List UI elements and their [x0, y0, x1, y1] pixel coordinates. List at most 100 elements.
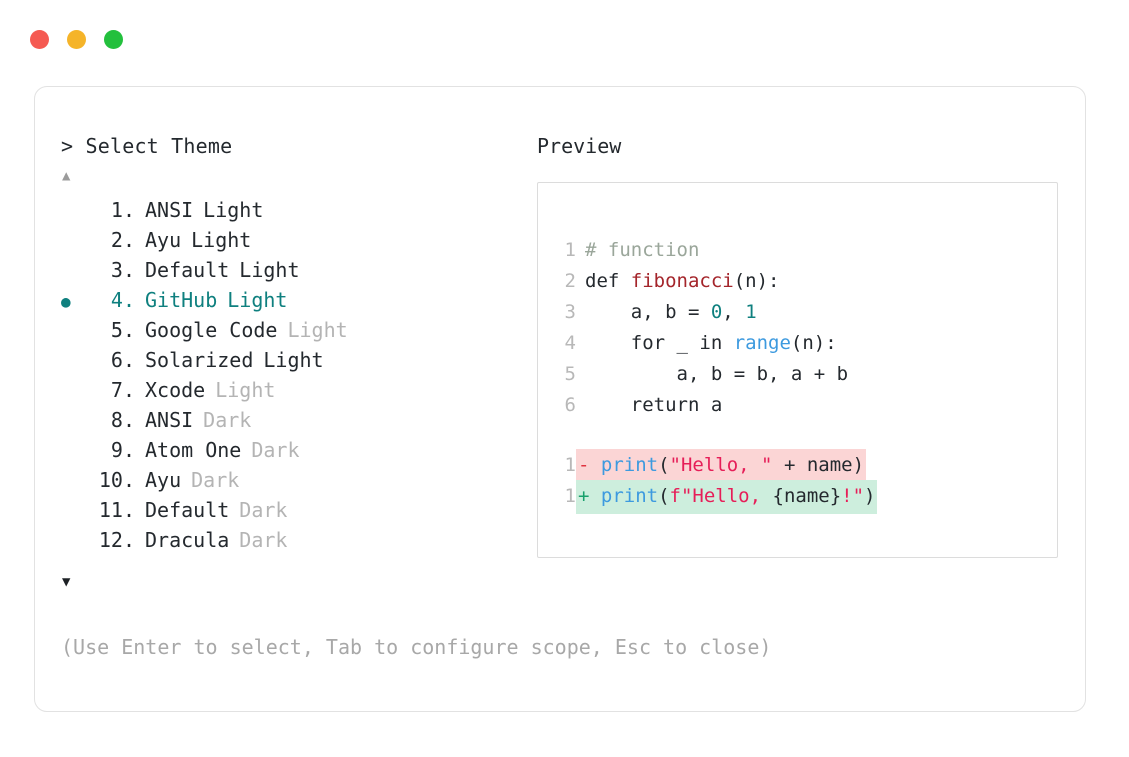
minimize-button[interactable]: [67, 30, 86, 49]
code-line-number: 4: [564, 332, 576, 354]
theme-item-name: Atom One: [145, 438, 242, 462]
theme-item-number: 5.: [98, 318, 135, 342]
theme-item-name: ANSI: [145, 408, 194, 432]
theme-item-variant: Dark: [191, 468, 240, 492]
code-line: 5 a, b = b, a + b: [556, 359, 1057, 390]
code-line-text: def fibonacci(n):: [576, 266, 779, 297]
theme-item-variant: Light: [227, 288, 288, 312]
code-line-number: 1: [564, 239, 576, 261]
code-line-text: a, b = b, a + b: [576, 359, 849, 390]
code-token-comment: # function: [585, 239, 700, 261]
code-token-name: {name}: [772, 485, 842, 507]
theme-item-variant: Dark: [251, 438, 300, 462]
theme-item-number: 10.: [98, 468, 135, 492]
code-token-plain: a, b = b, a + b: [585, 363, 849, 385]
theme-item-number: 7.: [98, 378, 135, 402]
code-token-num: 1: [745, 301, 757, 323]
code-line-number: 5: [564, 363, 576, 385]
code-token-plain: (n):: [790, 332, 837, 354]
theme-item-number: 1.: [98, 198, 135, 222]
code-token-builtin: range: [733, 332, 791, 354]
code-token-plain: ): [864, 485, 876, 507]
code-token-plain: + name): [772, 454, 865, 476]
diff-line-text: + print(f"Hello, {name}!"): [576, 480, 878, 514]
keyboard-hint: (Use Enter to select, Tab to configure s…: [61, 635, 772, 659]
bullet-placeholder: [61, 227, 87, 257]
code-token-plain: (n):: [733, 270, 780, 292]
scroll-up-arrow-icon[interactable]: ▲: [62, 168, 71, 184]
code-line-text: a, b = 0, 1: [576, 297, 757, 328]
code-line-number: 2: [564, 270, 576, 292]
theme-item-variant: Dark: [239, 498, 288, 522]
scroll-down-arrow-icon[interactable]: ▼: [62, 574, 71, 590]
preview-label: Preview: [537, 134, 622, 158]
theme-list-item[interactable]: ● 4. GitHub Light: [61, 285, 531, 315]
theme-item-name: Ayu: [145, 228, 182, 252]
code-token-plain: (: [658, 454, 670, 476]
theme-list-item[interactable]: 1. ANSI Light: [61, 195, 531, 225]
theme-item-name: Dracula: [145, 528, 230, 552]
theme-list-item[interactable]: 10. Ayu Dark: [61, 465, 531, 495]
diff-line-text: - print("Hello, " + name): [576, 449, 867, 483]
code-token-builtin: print: [600, 454, 659, 476]
theme-item-variant: Light: [203, 198, 264, 222]
code-token-plain: for _ in: [585, 332, 734, 354]
code-token-plain: ,: [722, 301, 746, 323]
theme-item-name: Default: [145, 258, 230, 282]
code-token-builtin: print: [600, 485, 659, 507]
theme-item-name: Google Code: [145, 318, 278, 342]
diff-line-add: 1+ print(f"Hello, {name}!"): [556, 480, 1057, 514]
code-token-str: "Hello, ": [669, 454, 773, 476]
theme-item-name: Xcode: [145, 378, 206, 402]
bullet-placeholder: [61, 497, 87, 527]
bullet-placeholder: [61, 257, 87, 287]
theme-item-number: 4.: [98, 288, 135, 312]
zoom-button[interactable]: [104, 30, 123, 49]
bullet-placeholder: [61, 527, 87, 557]
selected-bullet-icon: ●: [61, 292, 71, 311]
theme-item-number: 2.: [98, 228, 135, 252]
theme-list-item[interactable]: 5. Google Code Light: [61, 315, 531, 345]
theme-item-variant: Light: [215, 378, 276, 402]
code-token-str: f"Hello,: [669, 485, 773, 507]
theme-item-number: 9.: [98, 438, 135, 462]
bullet-placeholder: [61, 437, 87, 467]
theme-item-number: 3.: [98, 258, 135, 282]
code-token-plain: a, b =: [585, 301, 711, 323]
theme-list-item[interactable]: 7. Xcode Light: [61, 375, 531, 405]
theme-item-variant: Light: [263, 348, 324, 372]
code-token-num: 0: [710, 301, 723, 323]
close-button[interactable]: [30, 30, 49, 49]
theme-item-number: 12.: [98, 528, 135, 552]
theme-item-variant: Dark: [203, 408, 252, 432]
theme-item-variant: Light: [287, 318, 348, 342]
bullet-placeholder: [61, 467, 87, 497]
window-titlebar: [30, 30, 123, 49]
code-line-text: # function: [576, 235, 699, 266]
bullet-placeholder: [61, 377, 87, 407]
diff-line-del: 1- print("Hello, " + name): [556, 449, 1057, 483]
theme-item-name: Default: [145, 498, 230, 522]
code-token-plain: return a: [585, 394, 723, 416]
diff-marker-del: -: [578, 454, 601, 476]
code-spacer: [556, 421, 1057, 449]
theme-item-name: GitHub: [145, 288, 218, 312]
page-title: > Select Theme: [61, 134, 233, 158]
theme-item-name: ANSI: [145, 198, 194, 222]
theme-list-item[interactable]: 9. Atom One Dark: [61, 435, 531, 465]
diff-line-number: 1: [564, 485, 576, 507]
code-token-plain: (: [658, 485, 670, 507]
theme-item-name: Ayu: [145, 468, 182, 492]
